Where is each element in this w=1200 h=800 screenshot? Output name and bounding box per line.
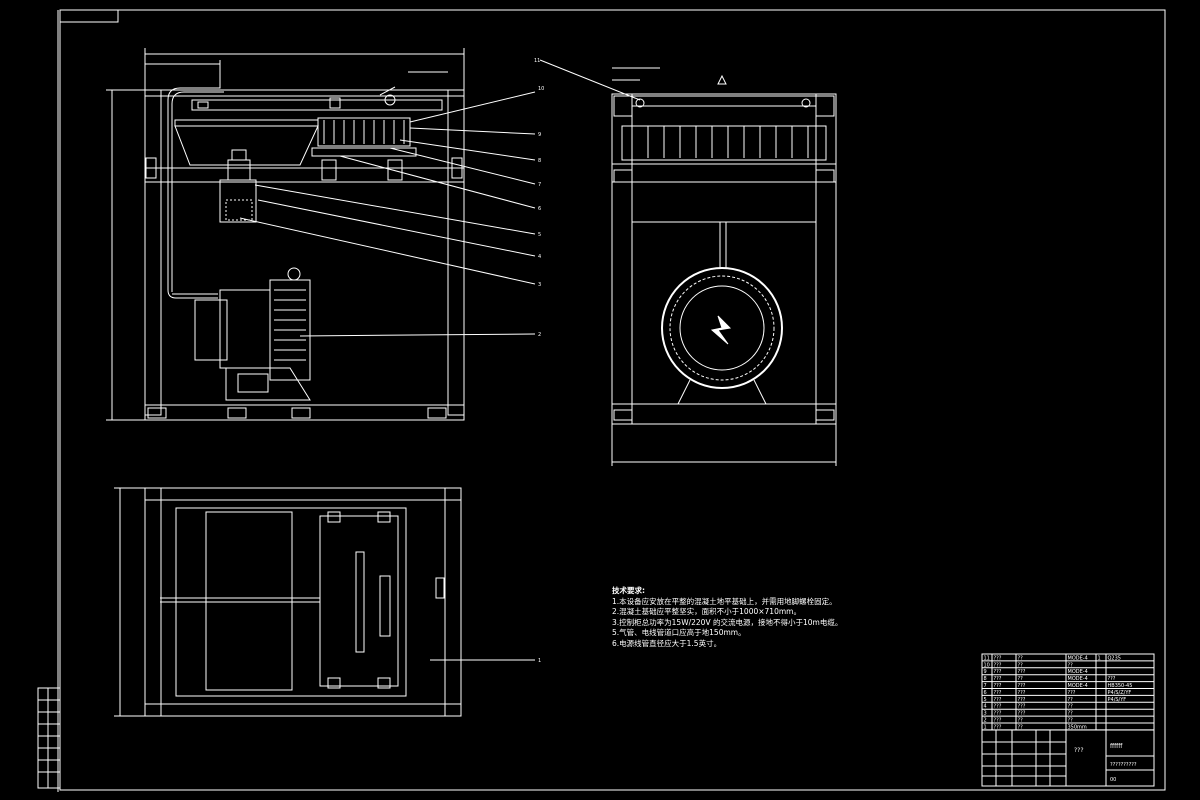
- part-row-cell: 350mm: [1068, 724, 1087, 730]
- callout-number: 3: [538, 282, 541, 288]
- title-block-code: ???: [1074, 747, 1084, 754]
- part-row-cell: ???: [1018, 669, 1026, 675]
- part-row-cell: 9: [984, 669, 987, 675]
- part-row-cell: ??: [1018, 655, 1024, 661]
- note-line: 5.气管、电线管道口应高于地150mm。: [612, 628, 746, 637]
- title-block-footer: 00: [1110, 777, 1116, 783]
- part-row-cell: HB350-45: [1108, 683, 1133, 689]
- part-row-cell: ??: [1018, 676, 1024, 682]
- callout-labels: 11 10 9 8 7 6 5 4 3 2 1: [534, 58, 544, 664]
- technical-notes: 技术要求: 1.本设备应安放在平整的混凝土地平基础上，并需用地脚螺栓固定。 2.…: [612, 586, 842, 649]
- plan-view: [114, 487, 462, 717]
- part-row-cell: Q235: [1108, 655, 1121, 661]
- leader-lines: [239, 59, 641, 661]
- part-row-cell: ???: [994, 724, 1002, 730]
- part-row-cell: 1: [984, 724, 987, 730]
- part-row-cell: ???: [994, 683, 1002, 689]
- callout-number: 8: [538, 158, 541, 164]
- callout-number: 4: [538, 254, 541, 260]
- callout-number: 6: [538, 206, 541, 212]
- part-row-cell: ???: [1068, 690, 1076, 696]
- part-row-cell: ???: [1018, 704, 1026, 710]
- part-row-cell: 5: [984, 697, 987, 703]
- front-view: [106, 48, 465, 421]
- title-block-name: ffffff: [1110, 743, 1123, 750]
- part-row-cell: MODE-4: [1068, 669, 1088, 675]
- note-line: 6.电源线管直径应大于1.5英寸。: [612, 638, 722, 648]
- outer-frame: [59, 9, 1166, 791]
- callout-number: 5: [538, 232, 541, 238]
- frame-tab: [59, 9, 119, 23]
- note-line: 3.控制柜总功率为15W/220V 的交流电源，接地不得小于10m电缆。: [612, 617, 843, 627]
- part-row-cell: ??: [1068, 711, 1074, 717]
- part-row-cell: ???: [1018, 711, 1026, 717]
- part-row-cell: MODE-4: [1068, 676, 1088, 682]
- note-line: 1.本设备应安放在平整的混凝土地平基础上，并需用地脚螺栓固定。: [612, 596, 837, 606]
- part-row-cell: ???: [994, 655, 1002, 661]
- part-row-cell: MODE-4: [1068, 683, 1088, 689]
- part-row-cell: ???: [994, 662, 1002, 668]
- callout-number: 10: [538, 86, 544, 92]
- part-row-cell: ???: [1018, 697, 1026, 703]
- callout-number: 7: [538, 182, 541, 188]
- part-row-cell: P4/S/YF: [1108, 697, 1127, 703]
- part-row-cell: ???: [994, 697, 1002, 703]
- part-row-cell: ??: [1018, 662, 1024, 668]
- callout-number: 11: [534, 58, 540, 64]
- part-row-cell: 11: [984, 655, 990, 661]
- part-row-cell: ???: [994, 718, 1002, 724]
- part-row-cell: 6: [984, 690, 987, 696]
- notes-heading: 技术要求:: [612, 586, 645, 595]
- part-row-cell: ???: [994, 704, 1002, 710]
- part-row-cell: 2: [984, 718, 987, 724]
- left-revision-strip: [37, 687, 61, 789]
- part-row-cell: ???: [1018, 683, 1026, 689]
- part-row-cell: ???: [994, 669, 1002, 675]
- part-row-cell: 10: [984, 662, 990, 668]
- part-row-cell: 7: [984, 683, 987, 689]
- part-row-cell: 1: [1098, 655, 1101, 661]
- callout-number: 1: [538, 658, 541, 664]
- part-row-cell: ??: [1018, 724, 1024, 730]
- part-row-cell: 8: [984, 676, 987, 682]
- part-row-cell: 4: [984, 704, 987, 710]
- callout-number: 9: [538, 132, 541, 138]
- callout-number: 2: [538, 332, 541, 338]
- part-row-cell: ???: [994, 690, 1002, 696]
- side-view: [611, 67, 837, 466]
- part-row-cell: ???: [1018, 690, 1026, 696]
- part-row-cell: ??: [1068, 697, 1074, 703]
- part-row-cell: ???: [1108, 676, 1116, 682]
- part-row-cell: ??: [1018, 718, 1024, 724]
- part-row-cell: ??: [1068, 718, 1074, 724]
- part-row-cell: ???: [994, 676, 1002, 682]
- part-row-cell: MODE-4: [1068, 655, 1088, 661]
- part-row-cell: P4/S/Z/YF: [1108, 690, 1132, 696]
- part-row-cell: 3: [984, 711, 987, 717]
- note-line: 2.混凝土基础应平整坚实，面积不小于1000×710mm。: [612, 607, 801, 616]
- part-row-cell: ???: [994, 711, 1002, 717]
- part-row-cell: ??: [1068, 662, 1074, 668]
- part-row-cell: ??: [1068, 704, 1074, 710]
- title-block-sub: ??????????: [1110, 762, 1137, 768]
